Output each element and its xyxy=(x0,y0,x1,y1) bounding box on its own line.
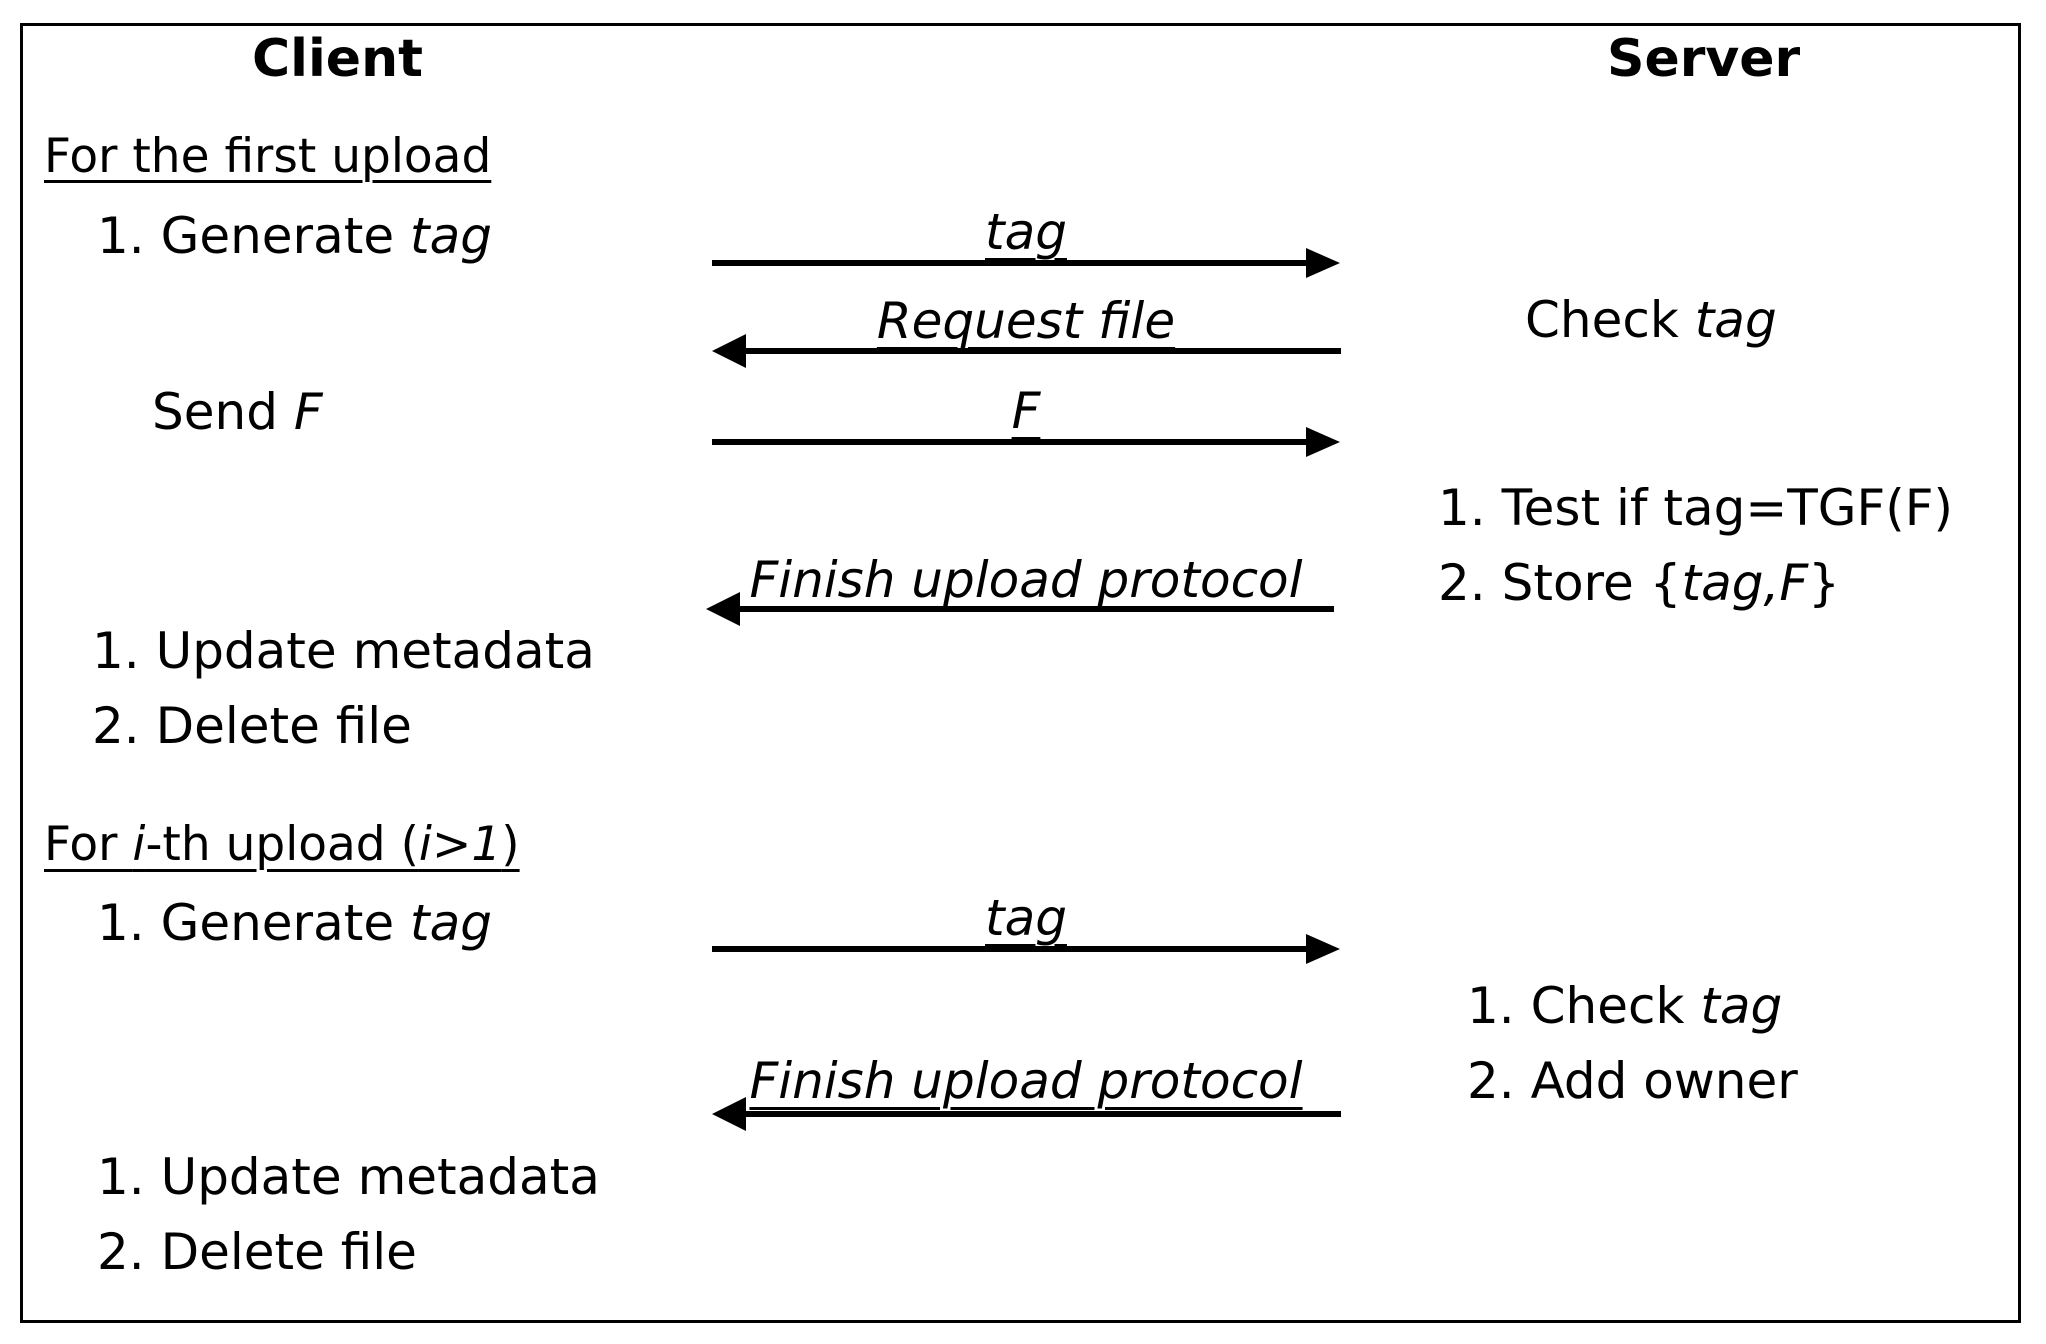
client-delete-file-step: 2. Delete file xyxy=(92,697,412,755)
arrow-tag-2 xyxy=(712,934,1340,964)
client-header: Client xyxy=(252,29,423,89)
server-store-step: 2. Store {tag,F} xyxy=(1438,554,1840,612)
arrow-file xyxy=(712,427,1340,457)
client-delete-file-step-2: 2. Delete file xyxy=(97,1223,417,1281)
arrow-request-file xyxy=(712,334,1341,368)
message-label-finish-upload-2: Finish upload protocol xyxy=(749,1052,1303,1110)
server-test-tag-step: 1. Test if tag=TGF(F) xyxy=(1438,479,1954,537)
client-update-metadata-step: 1. Update metadata xyxy=(92,622,595,680)
message-label-finish-upload: Finish upload protocol xyxy=(749,551,1303,609)
server-add-owner-step: 2. Add owner xyxy=(1467,1052,1798,1110)
message-label-tag: tag xyxy=(985,203,1067,261)
client-send-file: Send F xyxy=(152,383,323,441)
client-generate-tag-step-2: 1. Generate tag xyxy=(97,894,492,952)
arrow-tag xyxy=(712,248,1340,278)
server-header: Server xyxy=(1607,29,1801,89)
message-label-tag-2: tag xyxy=(985,889,1067,947)
ith-upload-heading: For i-th upload (i>1) xyxy=(44,817,520,872)
client-generate-tag-step: 1. Generate tag xyxy=(97,207,492,265)
arrow-finish-upload xyxy=(706,592,1334,626)
arrow-finish-upload-2 xyxy=(712,1097,1341,1131)
server-check-tag: Check tag xyxy=(1525,291,1777,349)
server-check-tag-step: 1. Check tag xyxy=(1467,977,1783,1035)
message-label-request-file: Request file xyxy=(876,292,1176,350)
diagram-frame xyxy=(20,23,2021,1323)
first-upload-heading: For the first upload xyxy=(44,129,492,184)
message-label-file: F xyxy=(1011,382,1041,440)
client-update-metadata-step-2: 1. Update metadata xyxy=(97,1148,600,1206)
